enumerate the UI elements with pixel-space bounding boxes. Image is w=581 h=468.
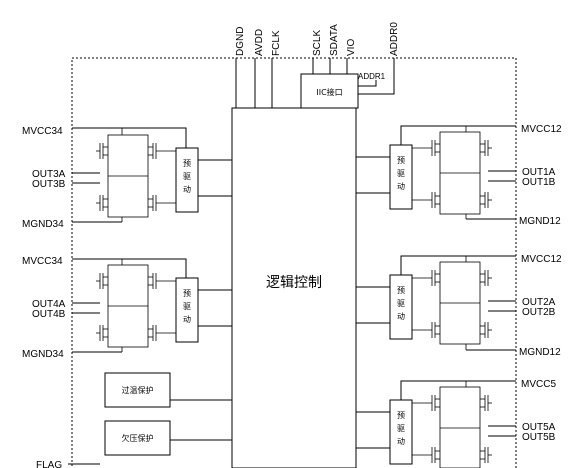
overtemp-protection-block — [104, 372, 171, 408]
pin-mgnd34-2: MGND34 — [22, 349, 64, 360]
wire-addr0 — [358, 58, 395, 95]
undervoltage-protection-block — [104, 420, 171, 456]
svg-text:驱: 驱 — [183, 302, 191, 311]
predriver-right-3 — [389, 399, 413, 465]
pin-out3b: OUT3B — [32, 179, 66, 190]
svg-text:预: 预 — [397, 285, 405, 295]
predriver-left-1 — [175, 147, 199, 213]
svg-text:预: 预 — [397, 410, 405, 420]
pin-mvcc12-2: MVCC12 — [521, 254, 562, 265]
mosfet-group-right-3 — [412, 395, 492, 463]
wire-addr1 — [358, 80, 377, 87]
pin-mvcc34-2: MVCC34 — [22, 256, 63, 267]
svg-text:动: 动 — [397, 181, 405, 191]
svg-text:驱: 驱 — [397, 169, 405, 178]
svg-text:驱: 驱 — [397, 299, 405, 308]
pin-sdata: SDATA — [329, 24, 340, 56]
predriver-right-1 — [389, 144, 413, 210]
mosfet-group-right-2 — [412, 270, 492, 338]
svg-text:驱: 驱 — [397, 424, 405, 433]
pin-out5a: OUT5A — [522, 422, 556, 433]
pin-mvcc12-1: MVCC12 — [521, 124, 562, 135]
pin-addr1: ADDR1 — [358, 72, 386, 81]
logic-control-block — [231, 107, 357, 468]
pin-avdd: AVDD — [254, 29, 265, 56]
pin-mgnd34-1: MGND34 — [22, 219, 64, 230]
mosfet-group-left-2 — [96, 273, 176, 341]
pin-out3a: OUT3A — [32, 169, 66, 180]
pin-addr0: ADDR0 — [389, 22, 400, 56]
mosfet-group-right-1 — [412, 140, 492, 208]
pin-out4b: OUT4B — [32, 309, 66, 320]
svg-text:预: 预 — [183, 158, 191, 168]
pin-mgnd12-1: MGND12 — [519, 216, 561, 227]
pin-flag: FLAG — [36, 460, 62, 468]
svg-text:驱: 驱 — [183, 172, 191, 181]
pin-mvcc34-1: MVCC34 — [22, 126, 63, 137]
predriver-left-2 — [175, 277, 199, 343]
pin-fclk: FCLK — [271, 30, 282, 56]
pin-out1a: OUT1A — [522, 167, 556, 178]
pin-mvcc5: MVCC5 — [521, 379, 556, 390]
pin-out2b: OUT2B — [522, 307, 556, 318]
svg-text:动: 动 — [183, 314, 191, 324]
pin-out2a: OUT2A — [522, 297, 556, 308]
chip-outline — [71, 57, 517, 468]
svg-text:动: 动 — [397, 311, 405, 321]
pin-out4a: OUT4A — [32, 299, 66, 310]
iic-label: IIC接口 — [316, 87, 342, 97]
mosfet-group-left-1 — [96, 143, 176, 211]
pin-mgnd12-2: MGND12 — [519, 347, 561, 358]
pin-out5b: OUT5B — [522, 432, 556, 443]
pin-vio: VIO — [346, 39, 357, 56]
overtemp-label: 过温保护 — [122, 385, 154, 395]
svg-text:预: 预 — [397, 155, 405, 165]
logic-control-label: 逻辑控制 — [266, 275, 322, 291]
svg-text:动: 动 — [397, 436, 405, 446]
undervoltage-label: 欠压保护 — [122, 433, 154, 443]
pin-dgnd: DGND — [235, 27, 246, 56]
predriver-right-2 — [389, 274, 413, 340]
svg-text:动: 动 — [183, 184, 191, 194]
pin-sclk: SCLK — [312, 30, 323, 56]
svg-text:预: 预 — [183, 288, 191, 298]
iic-interface-block — [300, 73, 359, 109]
pin-out1b: OUT1B — [522, 177, 556, 188]
